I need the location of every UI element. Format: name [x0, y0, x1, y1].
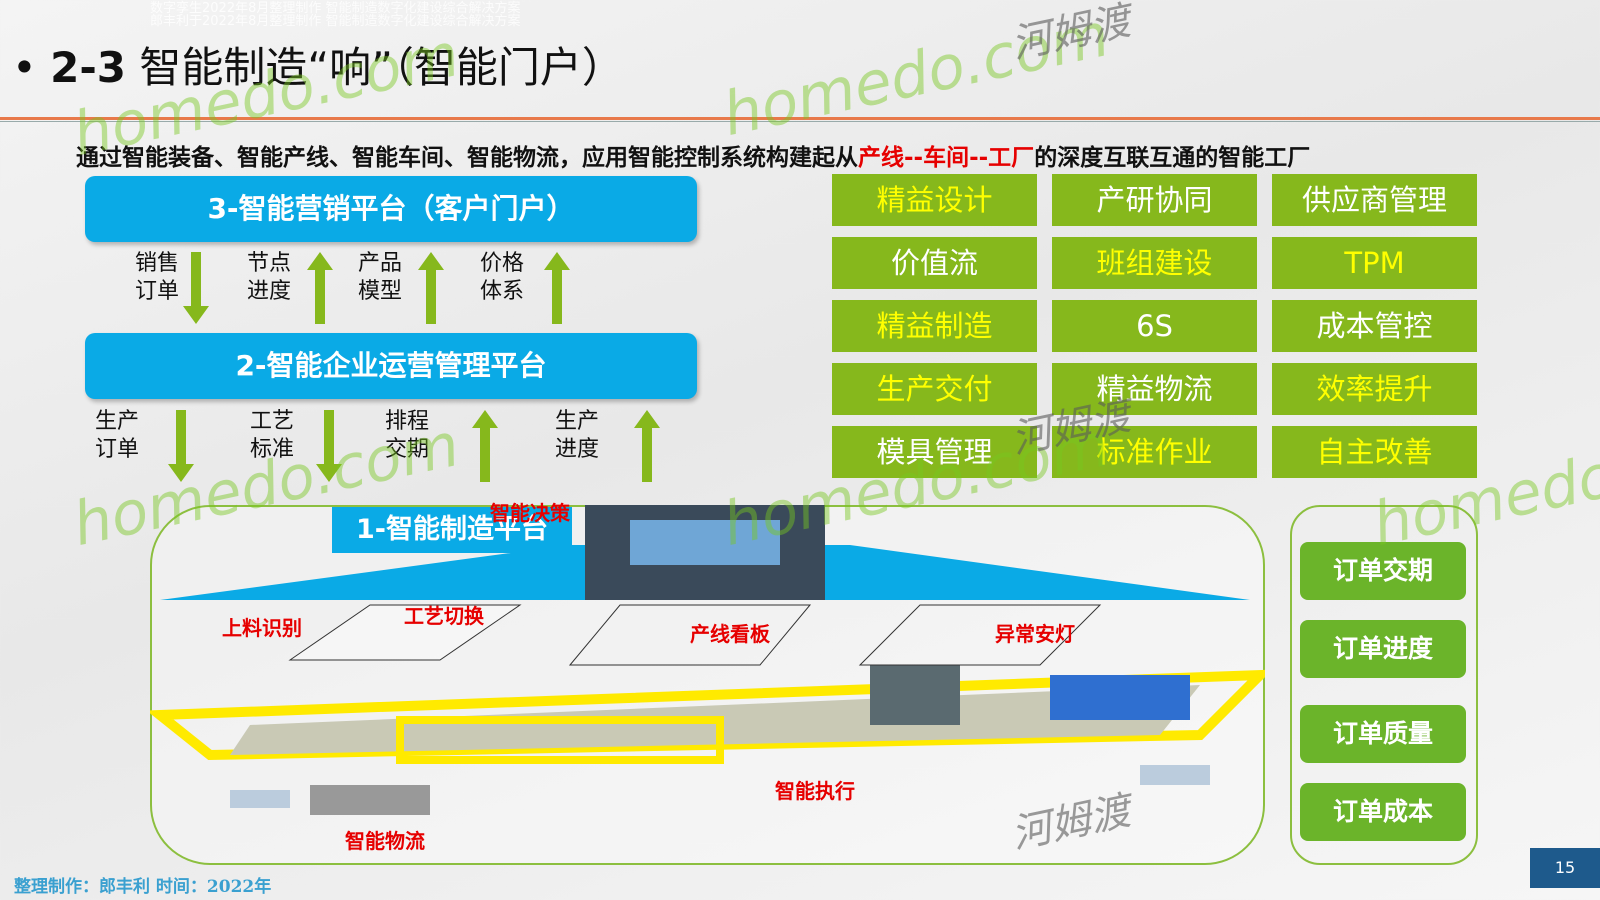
capability-cell: 成本管控 — [1272, 300, 1477, 352]
order-button[interactable]: 订单质量 — [1300, 705, 1466, 763]
bullet: • — [12, 43, 37, 92]
order-button[interactable]: 订单成本 — [1300, 783, 1466, 841]
flow-label: 工艺标准 — [250, 409, 295, 462]
flow-arrow — [634, 410, 660, 486]
title-number: 2-3 — [50, 43, 127, 92]
label-decision: 智能决策 — [490, 501, 570, 525]
arrow-up-icon — [418, 252, 444, 324]
arrow-up-icon — [544, 252, 570, 324]
machine — [1050, 675, 1190, 720]
subtitle-highlight: 产线--车间--工厂 — [858, 145, 1035, 171]
flow-label: 生产进度 — [555, 409, 600, 462]
arrow-up-icon — [307, 252, 333, 324]
warehouse-rack — [310, 785, 430, 815]
label-execute: 智能执行 — [775, 779, 855, 803]
divider — [0, 117, 1600, 120]
label-logistics: 智能物流 — [345, 829, 425, 853]
label-process: 工艺切换 — [404, 604, 484, 628]
capability-cell: 模具管理 — [832, 426, 1037, 478]
platform-2-bar: 2-智能企业运营管理平台 — [85, 333, 697, 399]
arrow-down-icon — [183, 252, 209, 324]
arrow-up-icon — [634, 410, 660, 482]
flow-label: 节点进度 — [247, 251, 292, 304]
storage-area — [396, 716, 724, 764]
machine — [870, 665, 960, 725]
truck-icon — [1140, 765, 1210, 785]
capability-cell: 自主改善 — [1272, 426, 1477, 478]
control-screen — [630, 520, 780, 565]
kanban-board — [568, 604, 812, 666]
andon-board — [858, 604, 1102, 666]
label-kanban: 产线看板 — [690, 622, 770, 646]
flow-arrow — [472, 410, 498, 486]
label-feed: 上料识别 — [222, 616, 302, 640]
footer-credit: 整理制作：郎丰利 时间：2022年 — [14, 877, 272, 897]
capability-cell: 价值流 — [832, 237, 1037, 289]
faint-header-line: 郎丰利于2022年8月整理制作 智能制造数字化建设综合解决方案 — [150, 14, 521, 29]
page-number: 15 — [1530, 848, 1600, 888]
capability-cell: 6S — [1052, 300, 1257, 352]
arrow-up-icon — [472, 410, 498, 482]
capability-cell: 效率提升 — [1272, 363, 1477, 415]
flow-label: 价格体系 — [480, 251, 525, 304]
orders-panel — [1290, 505, 1478, 865]
flow-arrow — [544, 252, 570, 328]
label-andon: 异常安灯 — [995, 622, 1075, 646]
capability-cell: 班组建设 — [1052, 237, 1257, 289]
flow-arrow — [316, 410, 342, 486]
subtitle-text: 的深度互联互通的智能工厂 — [1034, 145, 1311, 171]
capability-cell: 生产交付 — [832, 363, 1037, 415]
capability-cell: 精益制造 — [832, 300, 1037, 352]
flow-arrow — [183, 252, 209, 328]
flow-arrow — [418, 252, 444, 328]
order-button[interactable]: 订单交期 — [1300, 542, 1466, 600]
capability-cell: 标准作业 — [1052, 426, 1257, 478]
capability-cell: 产研协同 — [1052, 174, 1257, 226]
platform-1-label: 1-智能制造平台 — [332, 507, 572, 553]
flow-label: 排程交期 — [385, 409, 430, 462]
page-title: • 2-3 智能制造“响”（智能门户） — [12, 34, 624, 95]
title-text: 智能制造“响”（智能门户） — [139, 43, 624, 92]
flow-label: 生产订单 — [95, 409, 140, 462]
truck-icon — [230, 790, 290, 808]
divider — [0, 121, 1600, 122]
capability-cell: 精益设计 — [832, 174, 1037, 226]
capability-cell: TPM — [1272, 237, 1477, 289]
flow-arrow — [168, 410, 194, 486]
platform-3-bar: 3-智能营销平台（客户门户） — [85, 176, 697, 242]
flow-label: 产品模型 — [358, 251, 403, 304]
subtitle-text: 通过智能装备、智能产线、智能车间、智能物流，应用智能控制系统构建起从 — [76, 145, 858, 171]
faint-header-line: 数字孪生2022年8月整理制作 智能制造数字化建设综合解决方案 — [150, 1, 521, 16]
flow-label: 销售订单 — [135, 251, 180, 304]
flow-arrow — [307, 252, 333, 328]
process-board — [288, 604, 522, 661]
capability-cell: 供应商管理 — [1272, 174, 1477, 226]
factory-illustration — [150, 505, 1265, 815]
subtitle: 通过智能装备、智能产线、智能车间、智能物流，应用智能控制系统构建起从产线--车间… — [76, 138, 1310, 172]
arrow-down-icon — [316, 410, 342, 482]
capability-cell: 精益物流 — [1052, 363, 1257, 415]
faint-header: 数字孪生2022年8月整理制作 智能制造数字化建设综合解决方案 郎丰利于2022… — [150, 2, 521, 28]
arrow-down-icon — [168, 410, 194, 482]
order-button[interactable]: 订单进度 — [1300, 620, 1466, 678]
